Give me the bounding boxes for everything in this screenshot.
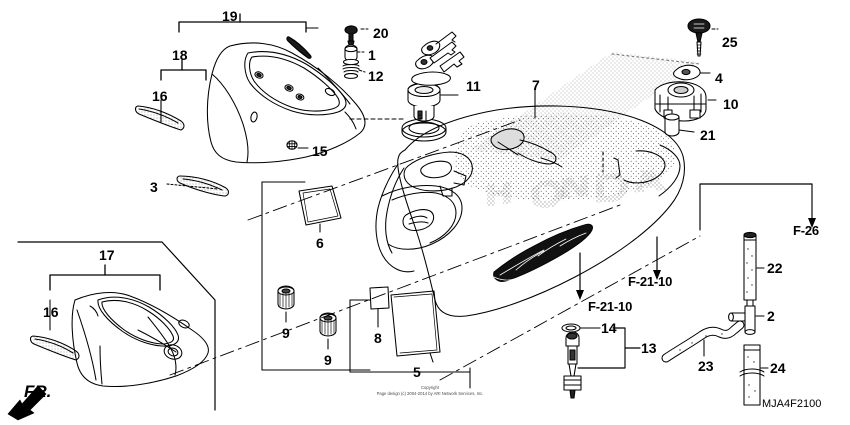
reference-f-21-10-upper[interactable]: F-21-10 bbox=[628, 274, 673, 289]
callout-7[interactable]: 7 bbox=[532, 77, 540, 93]
callout-16-upper[interactable]: 16 bbox=[152, 88, 168, 104]
callout-22[interactable]: 22 bbox=[767, 260, 783, 276]
reference-f-26[interactable]: F-26 bbox=[793, 223, 819, 238]
callout-3[interactable]: 3 bbox=[150, 179, 158, 195]
front-direction-label: FR. bbox=[24, 382, 52, 401]
callout-21[interactable]: 21 bbox=[700, 127, 716, 143]
callout-9-left[interactable]: 9 bbox=[282, 325, 290, 341]
callout-4[interactable]: 4 bbox=[715, 70, 723, 86]
callout-14[interactable]: 14 bbox=[601, 320, 617, 336]
callout-20[interactable]: 20 bbox=[373, 25, 389, 41]
callout-8[interactable]: 8 bbox=[374, 330, 382, 346]
copyright-line-1: Copyright bbox=[421, 385, 439, 390]
reference-f-21-10-lower[interactable]: F-21-10 bbox=[588, 299, 633, 314]
callout-17[interactable]: 17 bbox=[99, 247, 115, 263]
callout-25[interactable]: 25 bbox=[722, 34, 738, 50]
callout-9-right[interactable]: 9 bbox=[324, 352, 332, 368]
callout-5[interactable]: 5 bbox=[413, 364, 421, 380]
callout-1[interactable]: 1 bbox=[368, 47, 376, 63]
copyright-line-2: Page design (c) 2004-2014 by ARI Network… bbox=[376, 391, 484, 396]
diagram-code: MJA4F2100 bbox=[762, 398, 822, 410]
callout-19[interactable]: 19 bbox=[222, 8, 238, 24]
callout-10[interactable]: 10 bbox=[723, 96, 739, 112]
callout-6[interactable]: 6 bbox=[316, 235, 324, 251]
callout-23[interactable]: 23 bbox=[698, 358, 714, 374]
callout-16-lower[interactable]: 16 bbox=[43, 304, 59, 320]
callout-12[interactable]: 12 bbox=[368, 68, 384, 84]
callout-18[interactable]: 18 bbox=[172, 47, 188, 63]
callout-2[interactable]: 2 bbox=[767, 308, 775, 324]
callout-13[interactable]: 13 bbox=[641, 340, 657, 356]
callout-11[interactable]: 11 bbox=[466, 78, 481, 94]
callout-15[interactable]: 15 bbox=[312, 143, 328, 159]
callout-24[interactable]: 24 bbox=[770, 360, 786, 376]
